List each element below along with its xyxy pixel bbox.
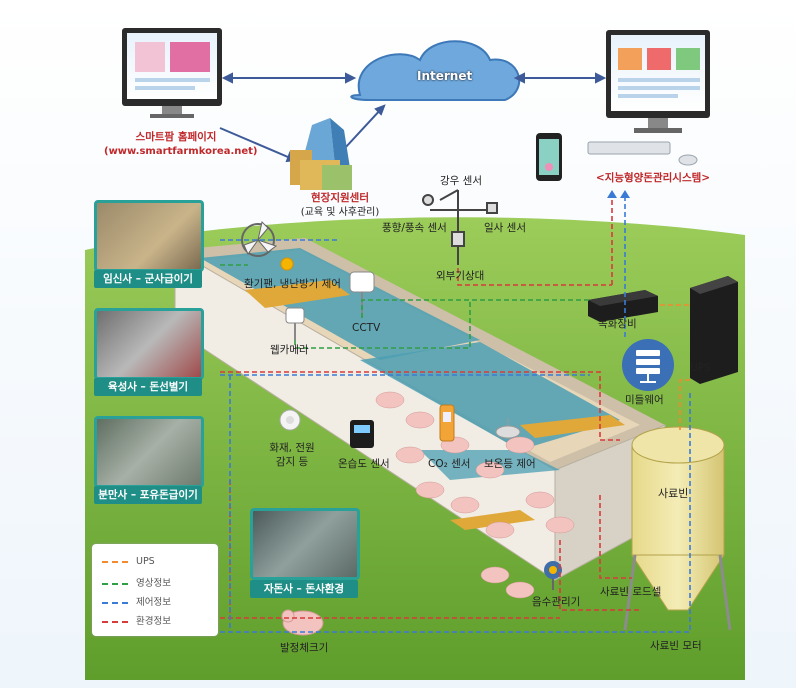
legend: UPS 영상정보 제어정보 환경정보 (92, 544, 218, 636)
fire-sensor-icon (279, 409, 301, 431)
feed-silo-icon (623, 426, 732, 631)
legend-item-environment: 환경정보 (102, 613, 171, 627)
middleware-label: 미들웨어 (625, 394, 664, 406)
nvr-box-icon (588, 290, 658, 322)
barn-label-nursery: 자돈사 – 돈사환경 (250, 580, 358, 598)
fire-sensor-label-2: 감지 등 (275, 456, 309, 468)
weather-station-icon (422, 189, 498, 265)
water-manager-icon (544, 561, 562, 590)
rain-sensor-label: 강우 센서 (440, 175, 482, 187)
ups-links (660, 304, 690, 430)
estrus-check-label: 발정체크기 (280, 642, 329, 654)
feed-bin-label: 사료빈 (658, 487, 689, 500)
support-center-building-icon (290, 118, 352, 190)
barn-label-gestation: 임신사 – 군사급이기 (94, 270, 202, 288)
control-links (220, 196, 691, 633)
heat-lamp-icon (495, 418, 521, 439)
legend-label-ups: UPS (136, 556, 155, 567)
homepage-monitor-icon (122, 28, 222, 118)
legend-item-ups: UPS (102, 556, 155, 570)
system-arrows (607, 190, 630, 198)
legend-label-control: 제어정보 (136, 597, 171, 608)
nvr-label: 녹화장비 (598, 318, 637, 330)
center-title: 현장지원센터 (311, 192, 369, 204)
barn-photo-nursery (250, 508, 360, 580)
webcam-icon (285, 307, 305, 340)
center-subtitle: (교육 및 사후관리) (300, 207, 380, 218)
system-monitor-icon (587, 30, 710, 166)
barn-photo-farrowing (94, 416, 204, 488)
barn-photo-growing (94, 308, 204, 380)
ups-tower-icon (690, 276, 738, 384)
legend-swatch-environment (102, 620, 128, 623)
heat-lamp-label: 보온등 제어 (484, 458, 536, 470)
fire-sensor-label-1: 화재, 전원 (269, 442, 315, 454)
legend-swatch-video (102, 582, 128, 585)
cctv-label: CCTV (352, 322, 381, 334)
webcam-label: 웹카메라 (270, 344, 309, 356)
legend-label-environment: 환경정보 (136, 616, 171, 627)
barn-photo-gestation (94, 200, 204, 272)
legend-item-video: 영상정보 (102, 575, 171, 589)
solar-sensor-label: 일사 센서 (484, 222, 526, 234)
homepage-url: (www.smartfarmkorea.net) (104, 146, 258, 157)
middleware-server-icon (622, 339, 674, 391)
legend-label-video: 영상정보 (136, 578, 171, 589)
video-links (220, 264, 590, 349)
weather-station-label: 외부기상대 (436, 270, 485, 282)
homepage-title: 스마트팜 홈페이지 (135, 131, 217, 143)
barn-label-growing: 육성사 – 돈선별기 (94, 378, 202, 396)
legend-item-control: 제어정보 (102, 594, 171, 608)
legend-swatch-ups (102, 560, 128, 563)
barn-label-farrowing: 분만사 – 포유돈급이기 (94, 486, 202, 504)
ventilation-fan-icon (241, 221, 294, 271)
network-links (219, 72, 607, 163)
fan-control-label: 환기팬, 냉난방기 제어 (244, 278, 341, 290)
water-manager-label: 음수관리기 (532, 596, 581, 608)
co2-sensor-icon (439, 404, 455, 442)
ups-label: UPS (690, 362, 711, 374)
estrus-pig-icon (281, 609, 324, 636)
system-title: <지능형양돈관리시스템> (595, 172, 711, 184)
thermo-label: 온습도 센서 (338, 458, 390, 470)
feed-load-cell-label: 사료빈 로드셀 (600, 586, 662, 598)
feed-motor-label: 사료빈 모터 (650, 640, 702, 652)
thermo-hygrometer-icon (350, 420, 374, 448)
pigs (375, 391, 575, 599)
legend-swatch-control (102, 601, 128, 604)
cloud-icon (350, 40, 521, 101)
wind-sensor-label: 풍향/풍속 센서 (382, 222, 447, 234)
co2-label: CO₂ 센서 (428, 458, 471, 470)
internet-label: Internet (417, 69, 473, 83)
smartphone-icon (536, 133, 562, 181)
